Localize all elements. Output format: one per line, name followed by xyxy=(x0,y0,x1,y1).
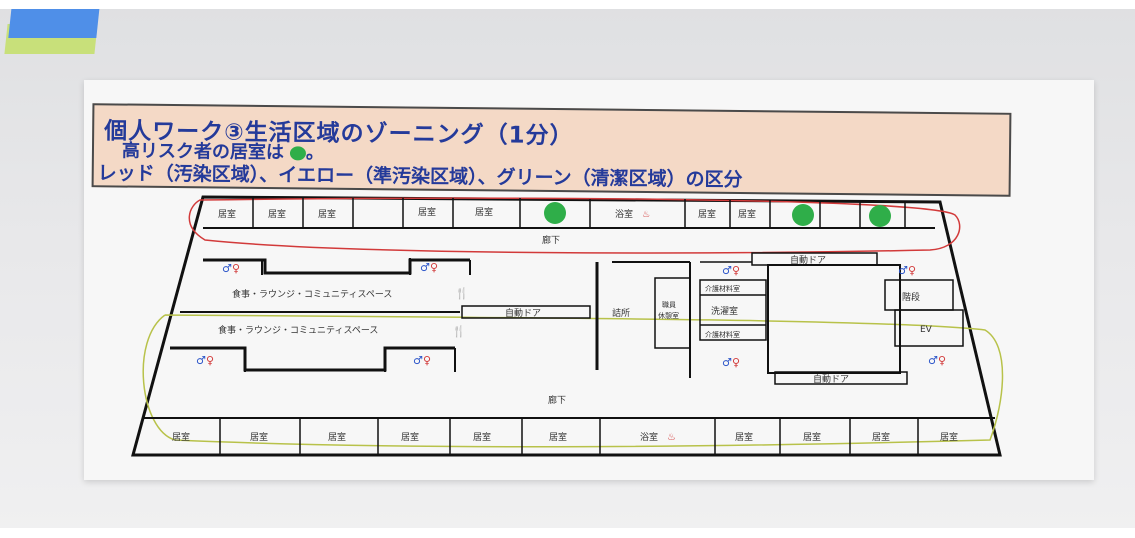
top-room-2: 居室 xyxy=(268,208,286,220)
top-room-3: 居室 xyxy=(318,208,336,220)
corridor-bottom: 廊下 xyxy=(548,394,566,406)
bottom-room-3: 居室 xyxy=(328,431,346,443)
auto-door-top: 自動ドア xyxy=(790,254,826,266)
top-room-4: 居室 xyxy=(418,206,436,218)
yellow-zone-outline xyxy=(142,314,1004,448)
red-zone-outline xyxy=(188,197,961,254)
utensil-icon-2: 🍴 xyxy=(452,325,466,338)
toilet-icon-1: ♂ xyxy=(222,262,232,275)
toilet-icon-11: ♂ xyxy=(722,356,732,369)
bath-symbol-icon-2: ♨ xyxy=(667,432,676,443)
frame-top xyxy=(0,0,1135,9)
bottom-room-2: 居室 xyxy=(250,431,268,443)
green-room-marker-3 xyxy=(869,205,891,227)
toilet-icon-4: ♀ xyxy=(430,261,438,274)
staff-rest-1: 職員 xyxy=(662,300,676,309)
top-bath: 浴室 xyxy=(615,208,633,220)
toilet-icon-7: ♂ xyxy=(413,354,423,367)
toilet-icon-2: ♀ xyxy=(232,262,240,275)
bottom-room-8: 居室 xyxy=(803,431,821,443)
care-supply-top: 介護材料室 xyxy=(705,284,740,293)
bottom-room-5: 居室 xyxy=(473,431,491,443)
frame-bottom xyxy=(0,528,1135,538)
dining-upper: 食事・ラウンジ・コミュニティスペース xyxy=(232,288,392,300)
corridor-top: 廊下 xyxy=(542,234,560,246)
bottom-room-1: 居室 xyxy=(172,431,190,443)
top-room-5: 居室 xyxy=(475,206,493,218)
bottom-room-9: 居室 xyxy=(872,431,890,443)
bottom-room-6: 居室 xyxy=(549,431,567,443)
toilet-icon-10: ♀ xyxy=(732,264,740,277)
dining-lower: 食事・ラウンジ・コミュニティスペース xyxy=(218,324,378,336)
top-room-1: 居室 xyxy=(218,208,236,220)
toilet-icon-3: ♂ xyxy=(420,261,430,274)
elevator: EV xyxy=(920,325,933,335)
toilet-icon-9: ♂ xyxy=(722,264,732,277)
care-supply-bottom: 介護材料室 xyxy=(705,330,740,339)
green-room-marker-2 xyxy=(792,204,814,226)
green-room-marker-1 xyxy=(544,202,566,224)
utensil-icon-1: 🍴 xyxy=(455,287,469,300)
toilet-icon-6: ♀ xyxy=(206,354,214,367)
bath-symbol-icon: ♨ xyxy=(642,210,650,220)
toilet-icon-15: ♂ xyxy=(928,354,938,367)
staff-rest-2: 休憩室 xyxy=(658,311,679,320)
toilet-icon-8: ♀ xyxy=(423,354,431,367)
toilet-icon-12: ♀ xyxy=(732,356,740,369)
top-room-right-2: 居室 xyxy=(738,208,756,220)
stairs: 階段 xyxy=(902,291,920,303)
toilet-icon-5: ♂ xyxy=(196,354,206,367)
station: 詰所 xyxy=(612,307,630,319)
auto-door-bottom: 自動ドア xyxy=(813,373,849,385)
toilet-icon-13: ♂ xyxy=(898,264,908,277)
top-room-right-1: 居室 xyxy=(698,208,716,220)
toilet-icon-16: ♀ xyxy=(938,354,946,367)
bottom-room-7: 居室 xyxy=(735,431,753,443)
bottom-bath: 浴室 xyxy=(640,431,658,443)
bottom-room-4: 居室 xyxy=(401,431,419,443)
bottom-room-10: 居室 xyxy=(940,431,958,443)
laundry: 洗濯室 xyxy=(711,305,738,317)
auto-door-mid: 自動ドア xyxy=(505,307,541,319)
toilet-icon-14: ♀ xyxy=(908,264,916,277)
